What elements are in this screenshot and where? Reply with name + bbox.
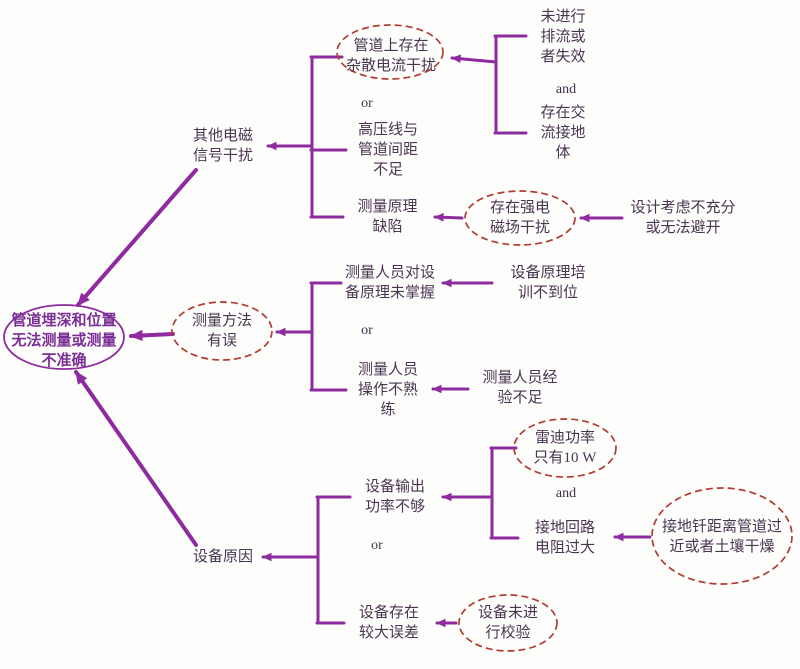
bracket-output-power bbox=[441, 446, 652, 542]
arrow-bracket-to-stray bbox=[450, 54, 498, 64]
operator-and-1: and bbox=[555, 82, 577, 97]
highlight-method-error bbox=[171, 301, 273, 361]
node-large-error: 设备存在 较大误差 bbox=[358, 605, 419, 641]
node-ground-stake: 接地钎距离管道过 近或者土壤干燥 bbox=[661, 519, 782, 555]
chain-strong-field bbox=[433, 213, 624, 223]
highlight-not-calibrated bbox=[458, 594, 558, 652]
node-output-power-low: 设备输出 功率不够 bbox=[364, 479, 425, 515]
node-loop-resistance-high: 接地回路 电阻过大 bbox=[534, 520, 595, 556]
highlight-strong-field bbox=[464, 190, 576, 246]
operator-and-2: and bbox=[555, 486, 577, 501]
highlight-stray-current bbox=[336, 24, 444, 80]
node-not-calibrated: 设备未进 行校验 bbox=[477, 605, 538, 641]
bracket-stray-current bbox=[450, 34, 528, 135]
bracket-electromagnetic bbox=[266, 55, 348, 219]
operator-or-2: or bbox=[361, 323, 373, 338]
operator-or-3: or bbox=[371, 538, 383, 553]
highlight-ground-stake bbox=[651, 487, 793, 585]
node-operation-unskilled: 测量人员 操作不熟 练 bbox=[357, 362, 418, 418]
main-branch-arrows bbox=[74, 168, 198, 547]
node-design-inadequate: 设计考虑不充分 或无法避开 bbox=[630, 200, 736, 236]
highlight-ellipses bbox=[171, 24, 793, 652]
operator-or-1: or bbox=[361, 96, 373, 111]
arrow-method-to-root bbox=[129, 329, 175, 342]
arrow-equipment-to-root bbox=[74, 370, 198, 547]
branch-method-label: 测量方法 有误 bbox=[191, 313, 252, 349]
node-principle-not-mastered: 测量人员对设 备原理未掌握 bbox=[344, 265, 435, 301]
node-training-insufficient: 设备原理培 训不到位 bbox=[510, 265, 586, 301]
node-principle-defect: 测量原理 缺陷 bbox=[357, 199, 418, 235]
node-stray-current: 管道上存在 杂散电流干扰 bbox=[345, 38, 436, 74]
bracket-equipment bbox=[261, 495, 352, 625]
bracket-method bbox=[275, 278, 494, 394]
node-no-drainage: 未进行 排流或 者失效 bbox=[540, 9, 586, 65]
root-ellipse bbox=[3, 304, 125, 370]
node-radio-power: 雷迪功率 只有10 W bbox=[533, 430, 597, 466]
root-effect-node: 管道埋深和位置 无法测量或测量 不准确 bbox=[11, 313, 117, 369]
branch-electromagnetic-label: 其他电磁 信号干扰 bbox=[192, 128, 253, 164]
arrow-strongfield-to-principle bbox=[433, 213, 464, 222]
node-experience-lacking: 测量人员经 验不足 bbox=[482, 370, 558, 406]
arrow-em-to-root bbox=[76, 168, 198, 307]
highlight-radio-power bbox=[513, 418, 617, 478]
node-strong-field: 存在强电 磁场干扰 bbox=[489, 200, 550, 236]
branch-equipment-label: 设备原因 bbox=[192, 549, 253, 565]
node-ac-ground-body: 存在交 流接地 体 bbox=[540, 105, 586, 161]
node-hv-line-distance: 高压线与 管道间距 不足 bbox=[357, 122, 418, 178]
